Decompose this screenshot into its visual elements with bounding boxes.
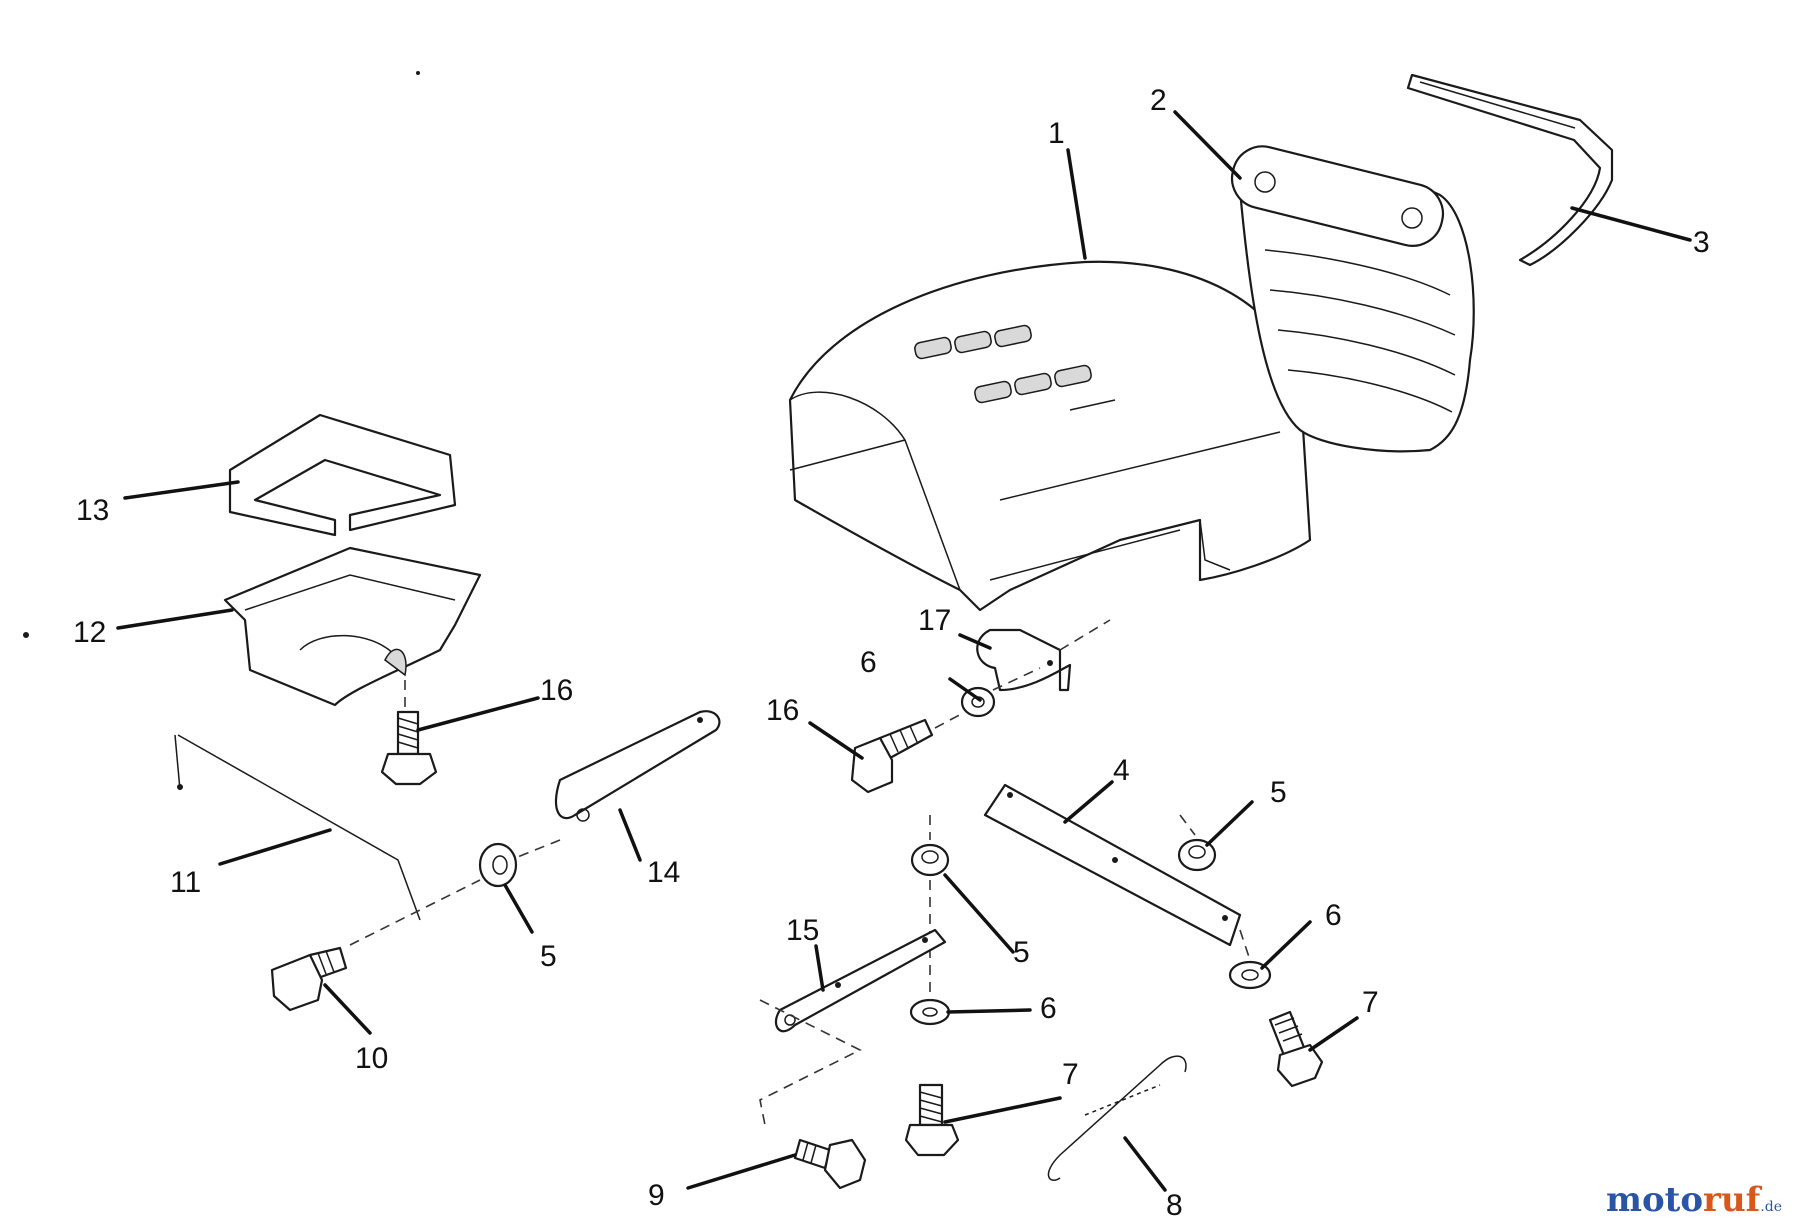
callout-6-right: 6 — [1325, 899, 1342, 932]
tray-part — [223, 546, 482, 710]
emblem-part — [1406, 73, 1614, 267]
bolt-part-center — [850, 711, 966, 794]
callout-6-lower: 6 — [1040, 992, 1057, 1025]
callout-labels: 1 2 3 4 5 5 5 6 6 6 7 7 8 9 10 11 12 13 … — [73, 84, 1710, 1222]
callout-5-left: 5 — [540, 940, 557, 973]
watermark-part-1: moto — [1605, 1180, 1704, 1220]
small-strap-part — [759, 928, 947, 1126]
bolt-part — [380, 710, 438, 786]
bolt-part-bottom — [793, 1138, 867, 1190]
leader-lines — [116, 110, 1692, 1192]
watermark-part-3: .de — [1760, 1199, 1782, 1215]
rod-part — [174, 734, 421, 921]
callout-13: 13 — [76, 494, 109, 527]
callout-10: 10 — [355, 1042, 388, 1075]
callout-14: 14 — [647, 856, 680, 889]
callout-9: 9 — [648, 1179, 665, 1212]
callout-3: 3 — [1693, 226, 1710, 259]
callout-5-center: 5 — [1013, 936, 1030, 969]
callout-8: 8 — [1166, 1189, 1183, 1222]
bolt-part-lower — [904, 1010, 1324, 1157]
callout-7-lower: 7 — [1062, 1058, 1079, 1091]
clip-part — [1047, 1055, 1187, 1181]
watermark-logo: motoruf.de — [1606, 1180, 1782, 1220]
nut-part — [478, 814, 1217, 888]
callout-15: 15 — [786, 914, 819, 947]
watermark-part-2: ruf — [1703, 1180, 1761, 1220]
grille-part — [1230, 145, 1475, 453]
callout-12: 12 — [73, 616, 106, 649]
callout-1: 1 — [1048, 117, 1065, 150]
callout-5-right: 5 — [1270, 776, 1287, 809]
bracket-part — [976, 619, 1111, 692]
callout-2: 2 — [1150, 84, 1167, 117]
plate-part — [983, 783, 1242, 947]
callout-11: 11 — [170, 866, 201, 899]
callout-16-center: 16 — [766, 694, 799, 727]
bolt-part-lower-left — [270, 879, 481, 1012]
speck-mark — [23, 632, 29, 638]
seal-part — [228, 413, 457, 537]
callout-17: 17 — [918, 604, 951, 637]
speck-mark — [416, 71, 420, 75]
callout-4: 4 — [1113, 754, 1130, 787]
callout-7-right: 7 — [1362, 986, 1379, 1019]
hood-part — [788, 260, 1312, 612]
callout-16-upper: 16 — [540, 674, 573, 707]
hood-vents — [914, 324, 1092, 404]
callout-6-upper: 6 — [860, 646, 877, 679]
strap-part — [509, 710, 721, 861]
